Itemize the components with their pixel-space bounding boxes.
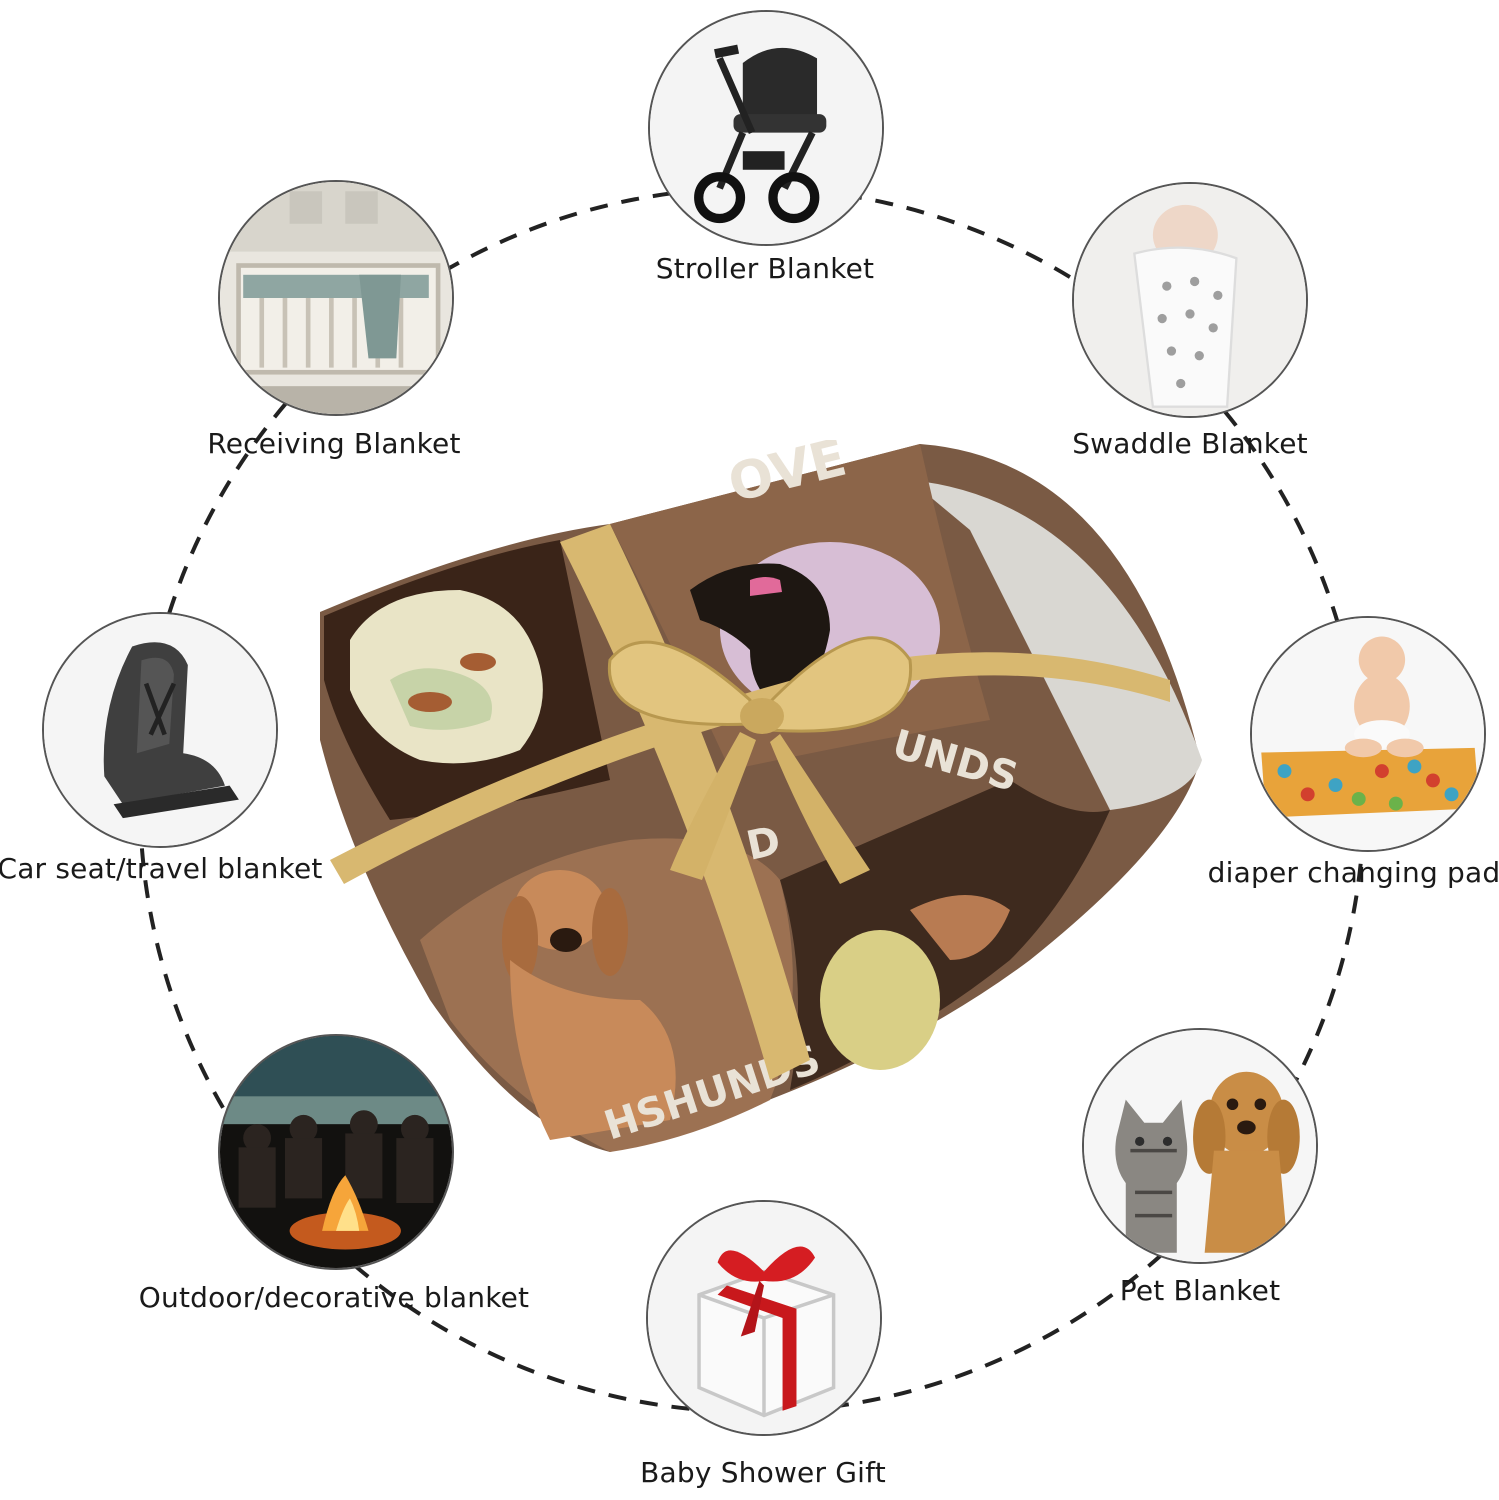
label-carseat: Car seat/travel blanket — [0, 852, 323, 885]
car-seat-icon — [42, 612, 278, 848]
label-swaddle: Swaddle Blanket — [1072, 427, 1308, 460]
label-gift: Baby Shower Gift — [640, 1456, 886, 1489]
swaddled-baby-icon — [1072, 182, 1308, 418]
label-stroller: Stroller Blanket — [655, 252, 875, 285]
label-outdoor: Outdoor/decorative blanket — [138, 1281, 530, 1314]
label-pet: Pet Blanket — [1119, 1274, 1281, 1307]
stroller-icon — [648, 10, 884, 246]
folded-blanket-with-bow: OVE UNDS D HSHUNDS — [320, 440, 1202, 1152]
label-diaper: diaper changing pad — [1207, 856, 1499, 889]
gift-box-icon — [646, 1200, 882, 1436]
label-receiving: Receiving Blanket — [207, 427, 461, 460]
cat-and-dog-icon — [1082, 1028, 1318, 1264]
baby-on-mat-icon — [1250, 616, 1486, 852]
crib-icon — [218, 180, 454, 416]
